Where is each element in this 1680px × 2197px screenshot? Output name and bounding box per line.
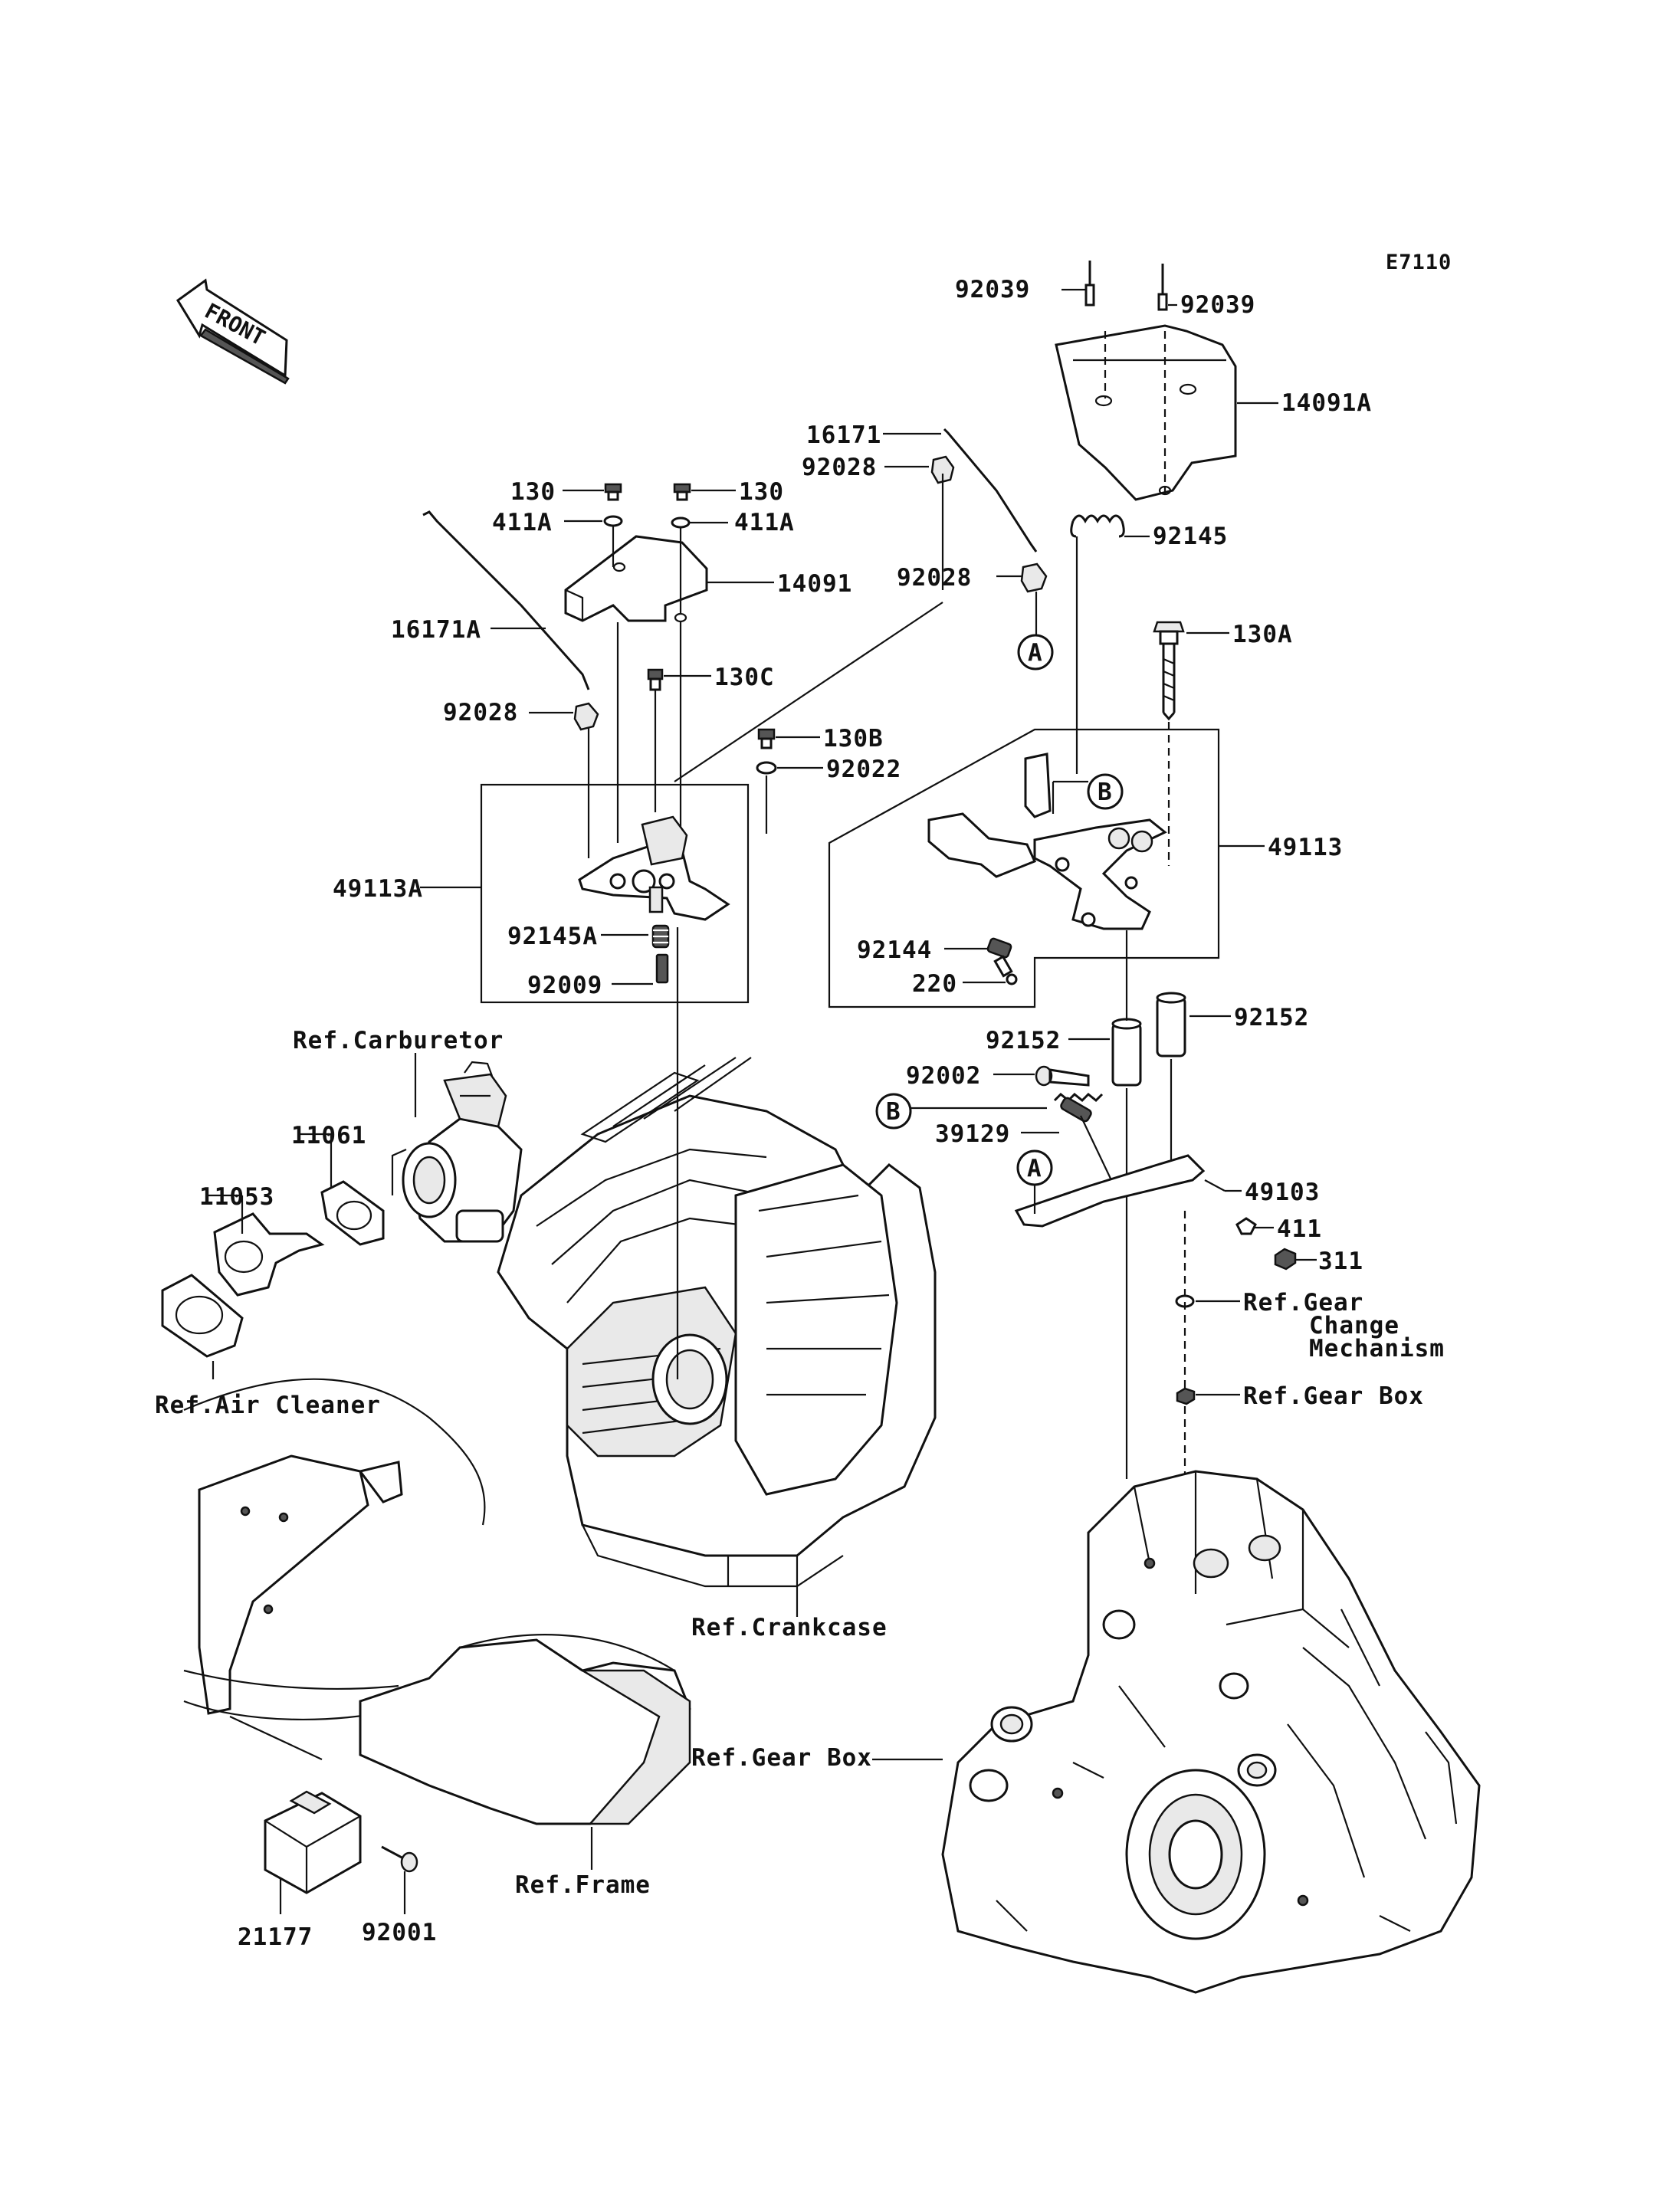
- washer-411a-right: [671, 516, 691, 529]
- clip-92028-mid: [1020, 562, 1048, 593]
- pin-92039-left: [1084, 261, 1095, 307]
- label-92039-left: 92039: [955, 276, 1030, 303]
- pin-92039-right: [1157, 264, 1168, 311]
- relay-21177: [264, 1790, 362, 1894]
- screw-220: [993, 955, 1018, 985]
- label-92022: 92022: [826, 756, 901, 783]
- gasket-air-cleaner: [161, 1274, 244, 1358]
- bolt-130a: [1153, 621, 1185, 866]
- label-92028-left: 92028: [443, 699, 518, 726]
- screw-92009: [655, 953, 669, 984]
- washer-411: [1235, 1217, 1257, 1235]
- bolt-92002: [1035, 1065, 1090, 1087]
- marker-b-upper: [1087, 773, 1124, 810]
- bolt-130c: [647, 668, 664, 812]
- nut-gear-box: [1176, 1387, 1196, 1405]
- label-11053: 11053: [199, 1183, 274, 1211]
- gasket-11061: [320, 1180, 385, 1246]
- ref-gear-box-upper: Ref.Gear Box: [1243, 1382, 1424, 1410]
- label-220: 220: [912, 970, 957, 998]
- rod-16171a: [422, 510, 590, 690]
- label-49113a: 49113A: [333, 875, 423, 903]
- insulator-11053: [213, 1212, 325, 1297]
- frame: [183, 1378, 691, 1870]
- ref-gear-change-2: Change: [1309, 1312, 1399, 1340]
- label-92009: 92009: [527, 972, 602, 999]
- lever-49103: [1014, 1115, 1206, 1228]
- label-92002: 92002: [906, 1062, 981, 1090]
- spring-92145: [1070, 514, 1125, 774]
- label-130a: 130A: [1232, 621, 1293, 648]
- bracket-49113a: [578, 815, 730, 921]
- bolt-130-right: [673, 483, 691, 501]
- washer-92022: [756, 761, 777, 775]
- marker-a-upper-label: A: [1028, 639, 1043, 667]
- marker-b-lower-label: B: [886, 1098, 901, 1126]
- spring-92145a: [651, 924, 670, 949]
- label-21177: 21177: [238, 1923, 313, 1951]
- label-130-left: 130: [510, 478, 556, 506]
- nut-311: [1274, 1248, 1297, 1271]
- spacer-92152-left: [1111, 930, 1142, 1479]
- marker-a-lower-label: A: [1027, 1155, 1042, 1182]
- diagram-code: E7110: [1386, 251, 1452, 274]
- gear-box: [941, 1470, 1481, 1994]
- ref-crankcase: Ref.Crankcase: [691, 1614, 888, 1641]
- cover-14091a: [1055, 324, 1237, 501]
- marker-a-upper: [1017, 634, 1054, 671]
- label-92145a: 92145A: [507, 923, 598, 950]
- label-411a-left: 411A: [492, 509, 553, 536]
- bolt-92001: [381, 1845, 418, 1873]
- marker-b-lower: [875, 1093, 912, 1130]
- label-49113: 49113: [1268, 834, 1343, 861]
- spring-92144: [986, 937, 1012, 959]
- label-14091a: 14091A: [1281, 389, 1372, 417]
- group-box-49113a: [480, 783, 750, 1004]
- ref-gear-change-1: Ref.Gear: [1243, 1289, 1363, 1317]
- bolt-130-left: [604, 483, 622, 501]
- label-130-right: 130: [739, 478, 784, 506]
- label-130c: 130C: [714, 664, 775, 691]
- cover-14091: [564, 526, 708, 623]
- clip-92028-left: [573, 702, 599, 731]
- label-92145: 92145: [1153, 523, 1228, 550]
- label-311: 311: [1318, 1248, 1363, 1275]
- ref-frame: Ref.Frame: [515, 1871, 651, 1899]
- spring-39129: [1053, 1092, 1104, 1123]
- label-92028-mid: 92028: [897, 564, 972, 592]
- bolt-130b: [757, 728, 776, 749]
- label-92152-left: 92152: [986, 1027, 1061, 1054]
- label-16171: 16171: [806, 421, 881, 449]
- label-49103: 49103: [1245, 1179, 1320, 1206]
- label-14091: 14091: [777, 570, 852, 598]
- label-92028-top: 92028: [802, 454, 877, 481]
- ref-carburetor: Ref.Carburetor: [293, 1027, 504, 1054]
- label-92039-right: 92039: [1180, 291, 1255, 319]
- clip-92028-top: [930, 455, 955, 484]
- label-411a-right: 411A: [734, 509, 795, 536]
- label-130b: 130B: [823, 725, 884, 753]
- label-92144: 92144: [857, 936, 932, 964]
- label-92152-right: 92152: [1234, 1004, 1309, 1031]
- ref-gear-box-lower: Ref.Gear Box: [691, 1744, 872, 1772]
- label-16171a: 16171A: [391, 616, 481, 644]
- bracket-49113: [927, 753, 1167, 930]
- label-411: 411: [1277, 1215, 1322, 1243]
- marker-b-upper-label: B: [1098, 779, 1113, 806]
- ref-gear-change-3: Mechanism: [1309, 1335, 1445, 1362]
- engine-crankcase: [497, 1057, 937, 1617]
- ref-air-cleaner: Ref.Air Cleaner: [155, 1392, 381, 1419]
- label-11061: 11061: [291, 1122, 366, 1149]
- carburetor: [391, 1061, 523, 1243]
- front-arrow-icon: FRONT: [176, 278, 290, 385]
- spacer-92152-right: [1156, 992, 1186, 1180]
- label-92001: 92001: [362, 1919, 437, 1946]
- label-39129: 39129: [935, 1120, 1010, 1148]
- washer-411a-left: [603, 515, 623, 527]
- rod-16171: [943, 428, 1038, 553]
